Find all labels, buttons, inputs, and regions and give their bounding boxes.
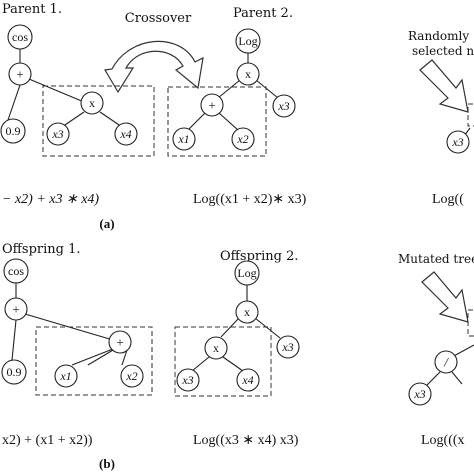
p1-subtree-left: x3	[51, 127, 63, 141]
formula-a-right: Log((x1 + x2)∗ x3)	[193, 192, 307, 207]
offspring2-times-node: x	[244, 305, 250, 319]
p1-subtree-right: x4	[119, 127, 131, 141]
mutated-subtree-box	[467, 309, 474, 337]
parent1-tree: cos + 0.9	[0, 24, 85, 144]
p1-subtree-root: x	[89, 96, 95, 110]
mutated-label: Mutated tree	[398, 252, 474, 266]
panel-b: Offspring 1. Offspring 2. cos + 0.9 + x1…	[1, 242, 300, 471]
formula-b-right: Log((x3 ∗ x4) x3)	[193, 433, 299, 448]
offspring2-x3-node: x3	[281, 340, 293, 354]
parent2-subtree: + x1 x2	[172, 93, 255, 151]
random-leaf: x3	[451, 135, 463, 149]
parent1-cos-node: cos	[12, 30, 28, 44]
o2-subtree-left: x3	[181, 373, 193, 387]
offspring2-log-node: Log	[237, 266, 256, 280]
mutated-leaf: x3	[413, 387, 425, 401]
formula-right-bottom: Log(((x	[421, 433, 465, 448]
random-label-line2: selected no	[412, 44, 474, 58]
o1-subtree-left: x1	[59, 369, 71, 383]
offspring1-cos-node: cos	[8, 264, 24, 278]
parent1-subtree: x x3 x4	[46, 91, 138, 146]
parent2-x3-node: x3	[277, 99, 289, 113]
o1-subtree-root: +	[116, 335, 123, 350]
parent1-label: Parent 1.	[2, 2, 62, 17]
selection-arrow	[419, 59, 469, 113]
formula-a-left: − x2) + x3 ∗ x4)	[2, 192, 99, 207]
caption-a: (a)	[99, 216, 114, 231]
offspring1-tree: cos + 0.9	[1, 258, 114, 385]
mutation-arrow	[421, 271, 469, 323]
caption-b: (b)	[99, 456, 115, 471]
parent1-leaf-node: 0.9	[6, 124, 21, 138]
offspring2-subtree-box	[174, 326, 272, 397]
parent2-subtree-box	[167, 86, 267, 157]
crossover-label: Crossover	[125, 11, 192, 26]
offspring1-subtree-box	[35, 326, 153, 396]
offspring1-leaf-node: 0.9	[7, 365, 22, 379]
p2-subtree-right: x2	[236, 132, 248, 146]
parent2-tree: Log x x3	[217, 28, 296, 118]
random-label-line1: Randomly	[408, 29, 469, 43]
o2-subtree-root: x	[213, 341, 219, 355]
offspring1-plus-node: +	[12, 302, 19, 317]
crossover-arrow: Crossover	[104, 11, 204, 94]
offspring1-label: Offspring 1.	[2, 242, 81, 257]
parent2-log-node: Log	[238, 34, 257, 48]
p2-subtree-root: +	[208, 98, 215, 113]
offspring2-label: Offspring 2.	[220, 249, 299, 264]
parent1-subtree-box	[42, 85, 155, 157]
mutation-panel: Randomly selected no x3 Log(( Mutated tr…	[398, 29, 474, 448]
p2-subtree-left: x1	[177, 132, 189, 146]
o1-subtree-right: x2	[125, 369, 137, 383]
random-subtree-box	[467, 103, 474, 127]
parent1-plus-node: +	[16, 67, 23, 82]
panel-a: Parent 1. Parent 2. Crossover cos + 0.9 …	[0, 2, 307, 231]
mutated-node: /	[443, 355, 449, 370]
parent2-times-node: x	[245, 67, 251, 81]
parent2-label: Parent 2.	[233, 6, 293, 21]
formula-b-left: x2) + (x1 + x2))	[2, 433, 93, 448]
offspring1-subtree: + x1 x2	[54, 330, 144, 388]
o2-subtree-right: x4	[241, 373, 253, 387]
formula-right-top: Log((	[432, 192, 464, 207]
offspring2-tree: Log x x3	[220, 260, 300, 359]
offspring2-subtree: x x3 x4	[176, 336, 260, 392]
